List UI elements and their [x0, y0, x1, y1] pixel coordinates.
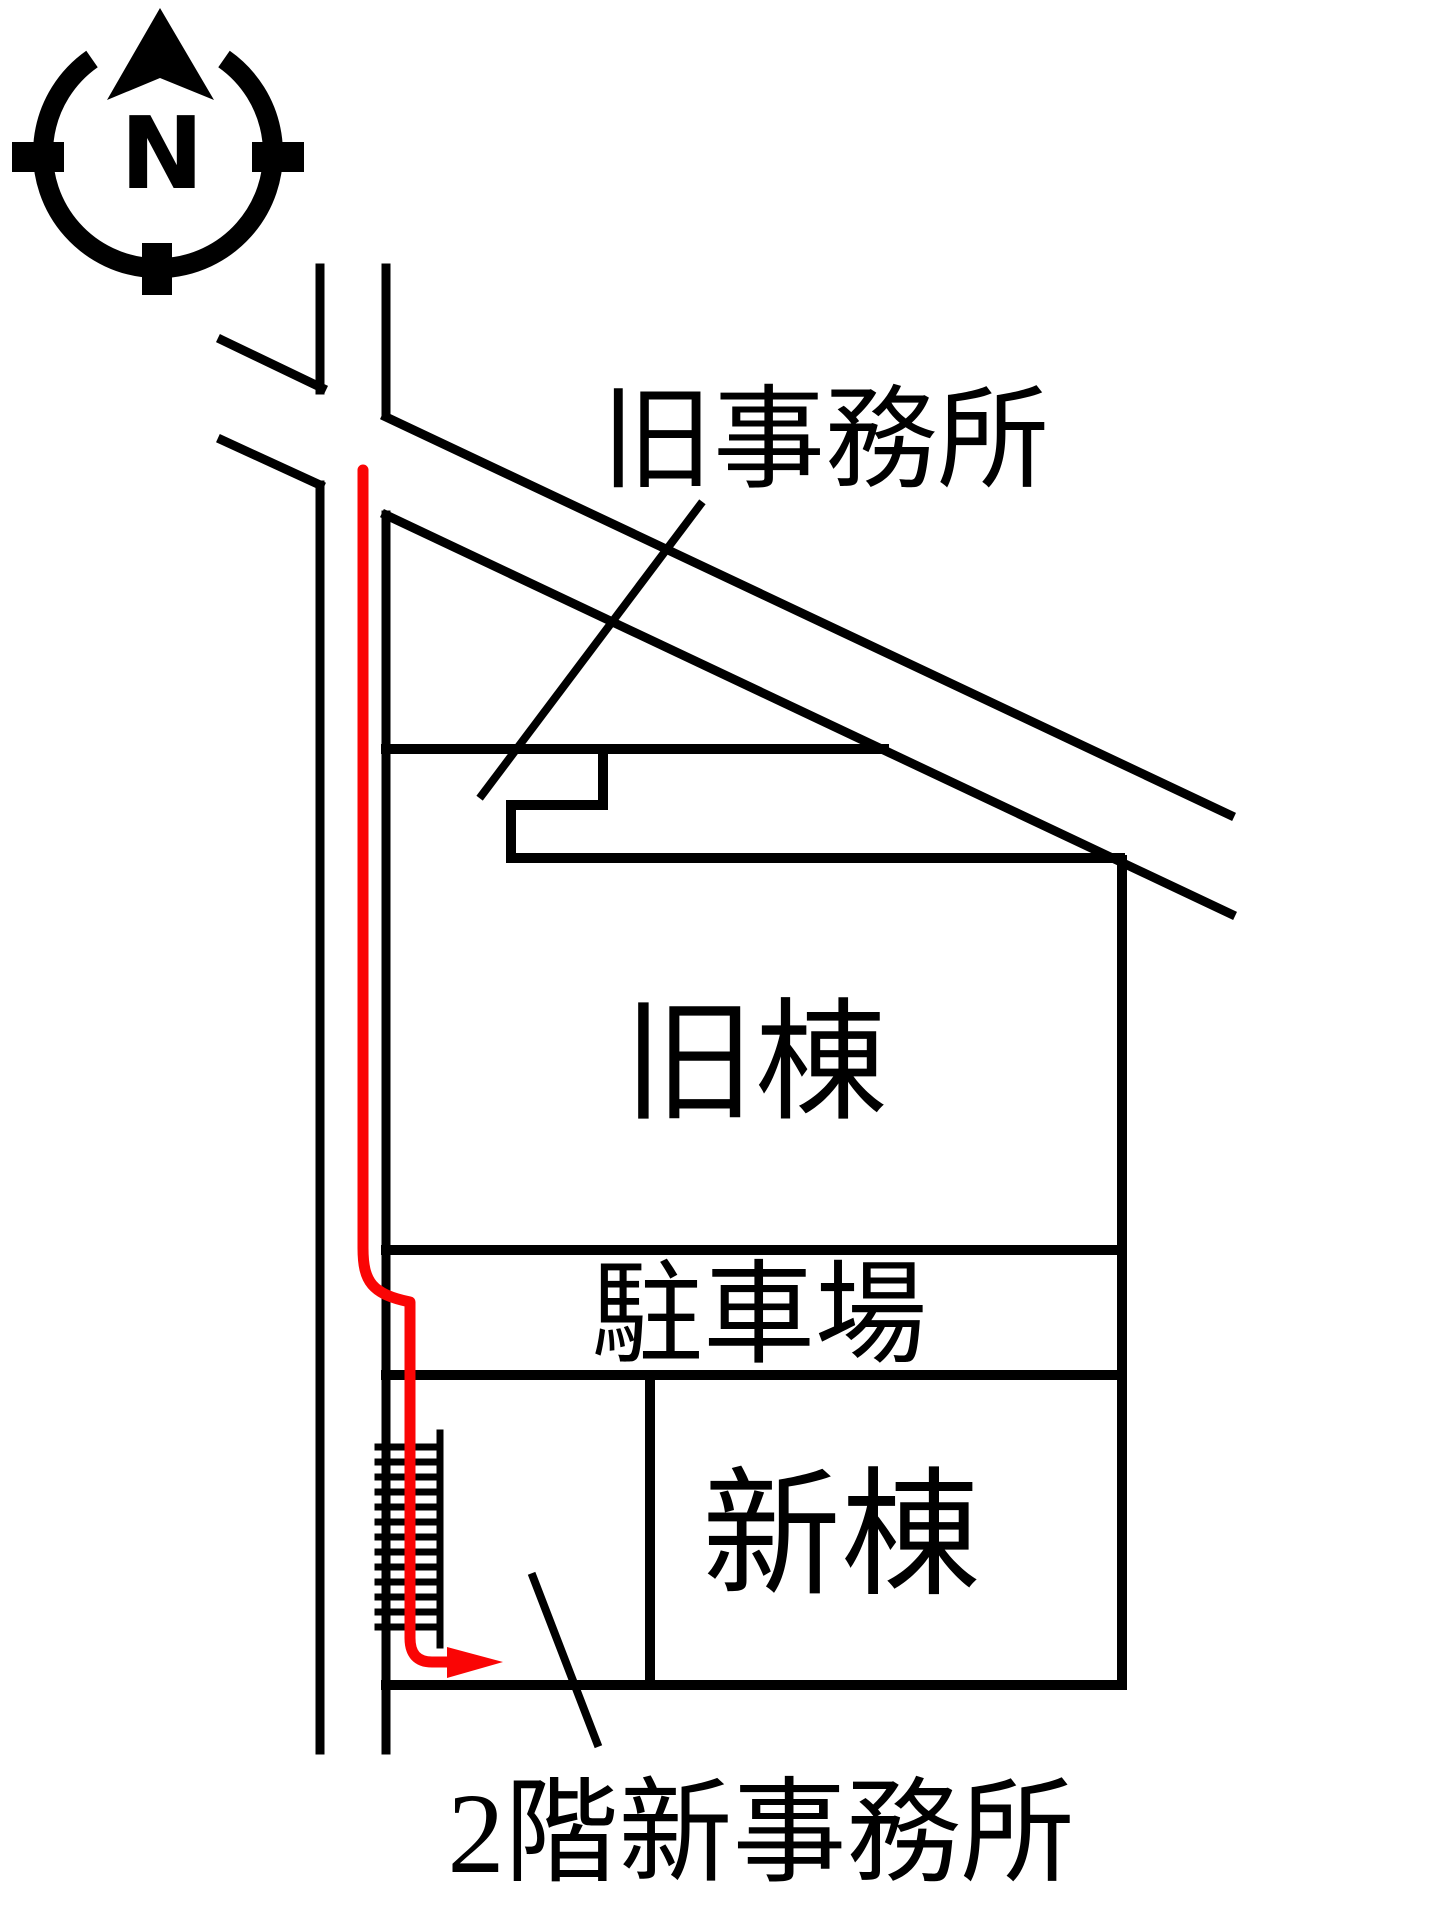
parking-label: 駐車場: [591, 1254, 927, 1378]
old-office-leader-line: [476, 499, 706, 801]
roads: [215, 263, 1237, 1755]
leader-lines: [476, 499, 706, 1749]
old-building-label: 旧棟: [623, 990, 887, 1137]
road-diagonal-north-left: [215, 333, 329, 395]
compass-north-label: N: [120, 95, 204, 212]
north-arrow-icon: [107, 8, 214, 100]
route: [357, 464, 503, 1678]
old-office-label: 旧事務所: [601, 379, 1049, 503]
new-office-label: 2階新事務所: [447, 1770, 1074, 1897]
map-labels: 旧事務所 旧棟 駐車場 新棟 2階新事務所: [447, 379, 1074, 1897]
buildings: [381, 744, 1127, 1690]
route-arrowhead-icon: [447, 1647, 503, 1678]
compass-icon: N: [12, 8, 304, 295]
old-office-notch: [506, 744, 608, 863]
road-diagonal-north-right: [380, 411, 1236, 821]
new-office-leader-line: [527, 1571, 603, 1749]
new-building-label: 新棟: [702, 1460, 980, 1614]
route-line: [357, 464, 456, 1668]
road-diagonal-south-left: [216, 434, 326, 491]
road-diagonal-south-right: [380, 509, 1237, 920]
